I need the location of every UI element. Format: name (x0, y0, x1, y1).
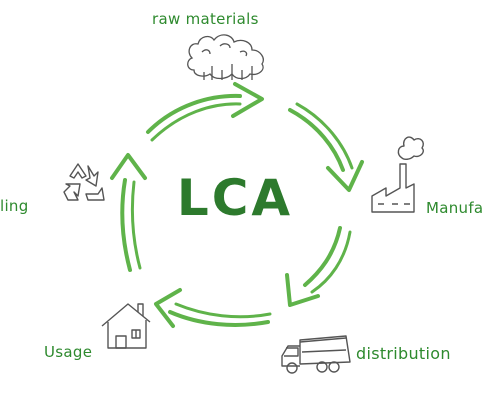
house-icon (101, 303, 151, 349)
center-label: LCA (176, 169, 294, 227)
arrow-manufacturing-to-distribution (285, 226, 352, 307)
arrow-raw-to-manufacturing (146, 82, 264, 142)
stage-label-usage: Usage (44, 343, 93, 361)
trees-icon (187, 34, 264, 80)
arrow-to-manufacturing (288, 102, 364, 192)
arrow-distribution-to-usage (154, 288, 272, 328)
recycle-icon (63, 163, 105, 201)
truck-icon (281, 335, 351, 374)
stage-label-distribution: distribution (356, 344, 451, 363)
stage-label-recycling: ling (0, 197, 29, 215)
stage-label-raw-materials: raw materials (152, 10, 259, 28)
arrow-usage-to-recycling (110, 153, 147, 272)
factory-icon (371, 136, 424, 213)
stage-label-manufacturing: Manufa (426, 199, 484, 217)
